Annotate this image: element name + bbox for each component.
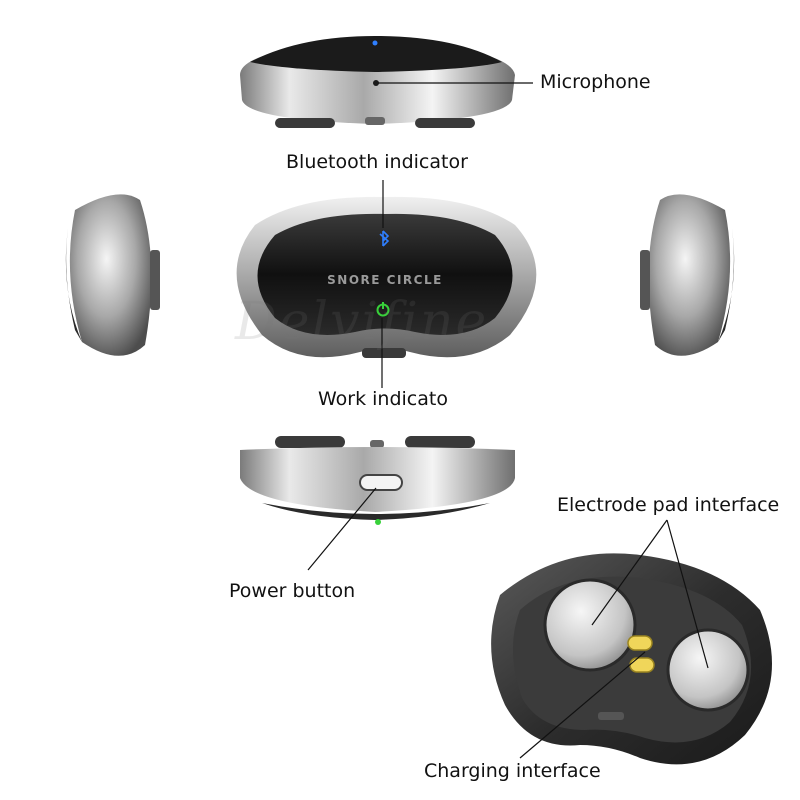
device-back-view	[491, 553, 772, 765]
microphone-hole-icon	[373, 80, 379, 86]
brand-text: SNORE CIRCLE	[327, 273, 443, 287]
left-electrode-pad-icon	[543, 578, 637, 672]
device-left-side-view	[65, 194, 160, 356]
electrode-pad-interface-label: Electrode pad interface	[557, 494, 780, 516]
charging-interface-label: Charging interface	[424, 760, 601, 782]
power-indicator-icon	[376, 302, 390, 317]
power-button-label: Power button	[229, 580, 356, 602]
device-bottom-view	[240, 436, 515, 525]
leader-lines	[307, 82, 709, 759]
bluetooth-indicator-icon	[379, 230, 390, 247]
charging-pins-icon	[627, 635, 655, 673]
power-button-icon	[359, 474, 403, 491]
device-top-view	[240, 36, 515, 128]
work-indicator-label: Work indicato	[318, 388, 448, 410]
right-electrode-pad-icon	[666, 628, 750, 712]
device-right-side-view	[640, 194, 735, 356]
device-front-view: SNORE CIRCLE	[236, 196, 537, 358]
microphone-label: Microphone	[540, 71, 651, 93]
watermark: Delvifine	[235, 292, 489, 352]
bluetooth-indicator-label: Bluetooth indicator	[286, 151, 468, 173]
